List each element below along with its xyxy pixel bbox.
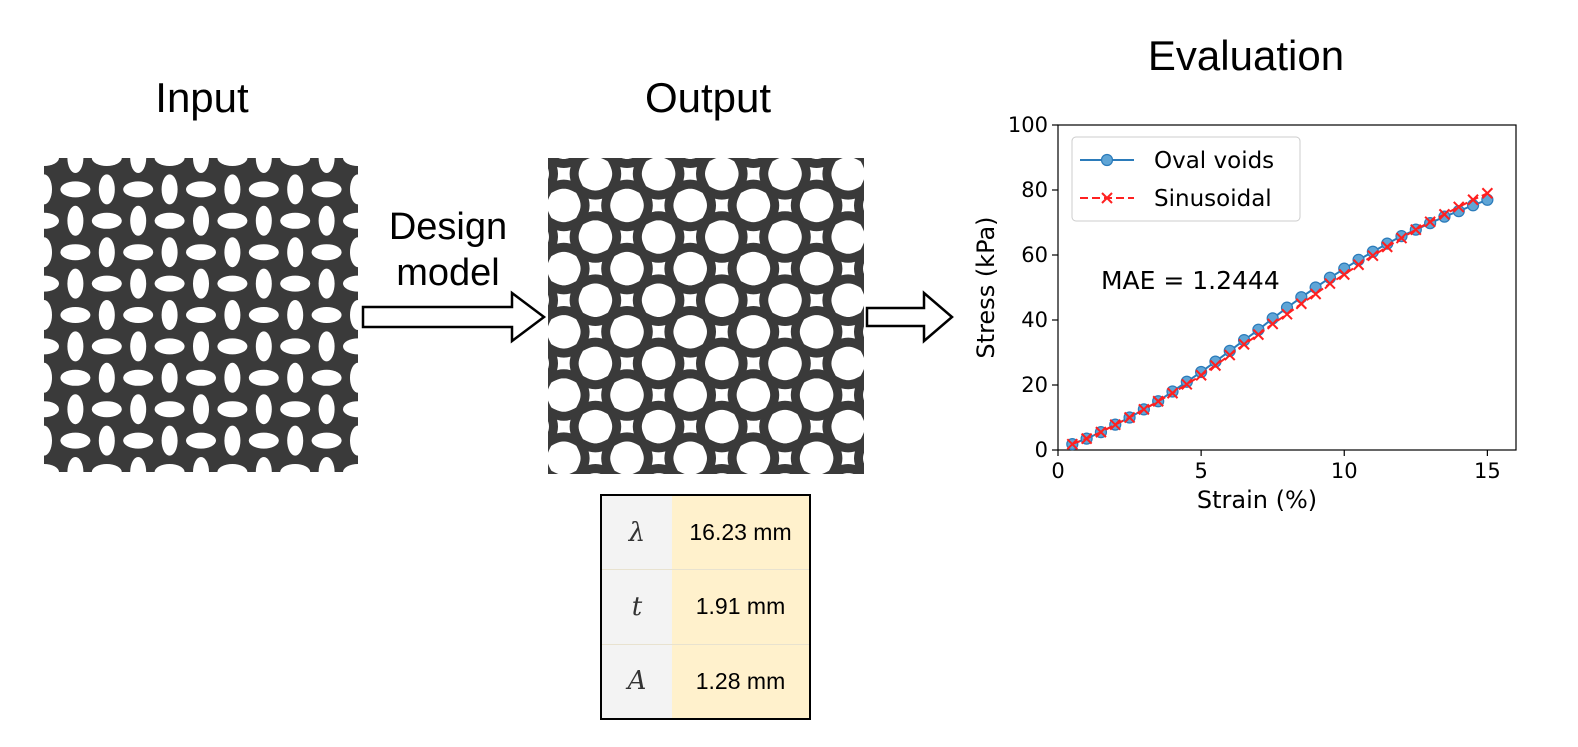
point-sinusoidal — [1166, 387, 1179, 399]
point-sinusoidal — [1095, 426, 1107, 438]
point-sinusoidal — [1281, 308, 1293, 320]
point-sinusoidal — [1424, 216, 1436, 228]
param-value: 1.28 mm — [672, 644, 809, 718]
input-title: Input — [155, 74, 249, 121]
y-tick-label: 40 — [1021, 308, 1048, 332]
point-sinusoidal — [1238, 338, 1250, 351]
y-tick-label: 20 — [1021, 373, 1048, 397]
point-sinusoidal — [1224, 349, 1236, 361]
point-sinusoidal — [1266, 318, 1279, 330]
param-value: 1.91 mm — [672, 570, 809, 644]
design-arrow — [361, 290, 547, 344]
point-sinusoidal — [1309, 288, 1322, 300]
output-sinusoidal-pattern — [548, 158, 864, 474]
x-tick-label: 15 — [1474, 459, 1501, 483]
design-model-line1: Design — [388, 206, 508, 248]
y-tick-label: 0 — [1035, 438, 1048, 462]
point-oval-voids — [1195, 365, 1208, 379]
parameters-table: λ 16.23 mm t 1.91 mm A 1.28 mm — [600, 494, 811, 720]
param-symbol: λ — [602, 496, 672, 570]
y-tick-label: 100 — [1008, 113, 1048, 137]
point-sinusoidal — [1123, 411, 1136, 424]
point-sinusoidal — [1152, 395, 1164, 407]
point-sinusoidal — [1467, 194, 1479, 206]
point-sinusoidal — [1324, 277, 1336, 290]
legend-marker-sinusoidal — [1101, 192, 1113, 204]
point-sinusoidal — [1181, 378, 1193, 391]
x-tick-label: 5 — [1194, 459, 1207, 483]
point-oval-voids — [1466, 199, 1480, 212]
y-axis-label: Stress (kPa) — [972, 216, 1000, 358]
x-tick-label: 10 — [1331, 459, 1358, 483]
legend-box — [1071, 136, 1301, 222]
evaluation-title: Evaluation — [1147, 32, 1345, 79]
point-sinusoidal — [1066, 438, 1079, 450]
param-row-t: t 1.91 mm — [602, 570, 809, 645]
point-sinusoidal — [1195, 369, 1207, 381]
point-sinusoidal — [1352, 259, 1365, 271]
point-oval-voids — [1323, 271, 1337, 284]
point-sinusoidal — [1252, 328, 1265, 341]
x-axis-label: Strain (%) — [1197, 486, 1317, 514]
point-oval-voids — [1266, 312, 1279, 325]
point-sinusoidal — [1209, 359, 1222, 372]
param-row-lambda: λ 16.23 mm — [602, 496, 809, 571]
series-line-sinusoidal — [1071, 192, 1488, 446]
param-symbol: A — [602, 644, 672, 718]
point-sinusoidal — [1381, 241, 1393, 253]
legend-marker-oval-voids — [1100, 153, 1114, 167]
design-model-label: Design model — [368, 204, 528, 296]
input-oval-voids-pattern — [44, 158, 358, 472]
point-sinusoidal — [1138, 403, 1150, 416]
series-line-oval-voids — [1071, 198, 1488, 446]
design-model-line2: model — [396, 252, 500, 294]
point-sinusoidal — [1410, 223, 1422, 236]
legend-label-sinusoidal: Sinusoidal — [1154, 186, 1272, 212]
point-sinusoidal — [1395, 232, 1408, 244]
point-sinusoidal — [1295, 298, 1308, 310]
point-sinusoidal — [1453, 201, 1465, 213]
point-sinusoidal — [1109, 418, 1121, 431]
point-sinusoidal — [1338, 268, 1350, 281]
point-sinusoidal — [1438, 208, 1451, 221]
evaluation-arrow — [865, 290, 954, 344]
x-tick-label: 0 — [1051, 459, 1064, 483]
legend-label-oval-voids: Oval voids — [1154, 148, 1274, 174]
y-tick-label: 80 — [1021, 178, 1048, 202]
point-sinusoidal — [1481, 187, 1494, 199]
param-value: 16.23 mm — [672, 496, 809, 570]
output-title: Output — [644, 74, 772, 121]
point-sinusoidal — [1367, 249, 1379, 262]
plot-frame — [1057, 124, 1517, 451]
param-symbol: t — [602, 570, 672, 644]
param-row-a: A 1.28 mm — [602, 644, 809, 718]
point-sinusoidal — [1080, 432, 1093, 445]
y-tick-label: 60 — [1021, 243, 1048, 267]
mae-annotation: MAE = 1.2444 — [1101, 266, 1280, 295]
